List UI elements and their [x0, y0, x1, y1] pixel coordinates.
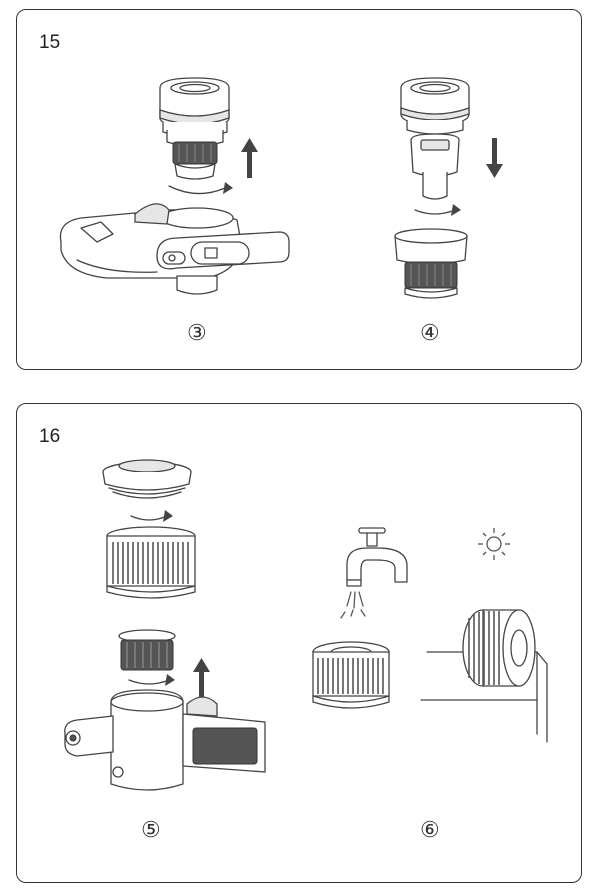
illustration-clean-filter [17, 404, 583, 884]
step-label-5: ⑤ [141, 817, 161, 843]
step-label-4: ④ [420, 320, 440, 346]
step-label-3: ③ [187, 320, 207, 346]
instruction-panel-15: 15 [16, 9, 582, 370]
step-label-6: ⑥ [420, 817, 440, 843]
illustration-remove-cyclone [17, 10, 583, 371]
instruction-panel-16: 16 [16, 403, 582, 883]
sun-icon [478, 528, 510, 560]
